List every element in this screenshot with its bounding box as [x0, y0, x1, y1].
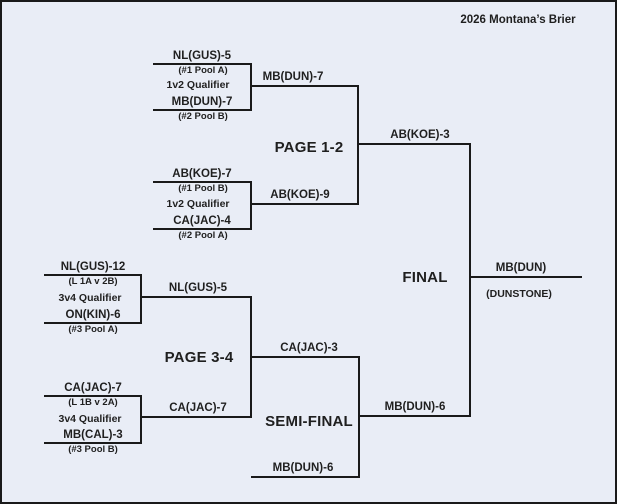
qualifier-a-advance-line [251, 85, 359, 87]
qualifier-c-winner: NL(GUS)-5 [168, 282, 228, 294]
page-3-4-winner: CA(JAC)-3 [280, 342, 338, 354]
qualifier-c-advance-line [141, 296, 252, 298]
page-1-2-winner: AB(KOE)-3 [390, 129, 450, 141]
qualifier-b-bottom-line [153, 228, 252, 230]
qualifier-a-top-seed: (#1 Pool A) [178, 65, 228, 76]
qualifier-d-type-label: 3v4 Qualifier [58, 413, 122, 425]
final-champion-sub: (DUNSTONE) [486, 288, 552, 300]
qualifier-b-type-label: 1v2 Qualifier [166, 198, 230, 210]
qualifier-a-winner: MB(DUN)-7 [262, 71, 324, 83]
qualifier-d-bottom-team: MB(CAL)-3 [63, 429, 123, 441]
qualifier-b-top-line [153, 181, 252, 183]
semi-final-bottom-line [251, 476, 360, 478]
qualifier-a-top-line [153, 63, 252, 65]
qualifier-a-bottom-line [153, 109, 252, 111]
qualifier-d-top-team: CA(JAC)-7 [64, 382, 122, 394]
qualifier-a-type-label: 1v2 Qualifier [166, 79, 230, 91]
qualifier-b-winner: AB(KOE)-9 [270, 189, 330, 201]
page-1-2-connector-line [357, 85, 359, 205]
qualifier-d-bottom-line [44, 442, 142, 444]
page-3-4-label: PAGE 3-4 [164, 349, 234, 366]
qualifier-a-bottom-seed: (#2 Pool B) [178, 111, 228, 122]
final-label: FINAL [402, 269, 448, 286]
final-champion: MB(DUN) [495, 262, 547, 274]
semi-final-advance-line [359, 415, 471, 417]
page-1-2-label: PAGE 1-2 [274, 139, 344, 156]
qualifier-b-top-seed: (#1 Pool B) [178, 183, 228, 194]
qualifier-b-top-team: AB(KOE)-7 [172, 168, 232, 180]
qualifier-c-bottom-seed: (#3 Pool A) [68, 324, 118, 335]
qualifier-b-bottom-seed: (#2 Pool A) [178, 230, 228, 241]
qualifier-b-bottom-team: CA(JAC)-4 [173, 215, 231, 227]
qualifier-c-bottom-team: ON(KIN)-6 [65, 309, 121, 321]
qualifier-c-type-label: 3v4 Qualifier [58, 292, 122, 304]
qualifier-c-top-team: NL(GUS)-12 [60, 261, 126, 273]
qualifier-a-connector-line [250, 63, 252, 111]
final-champion-line [470, 276, 582, 278]
qualifier-a-top-team: NL(GUS)-5 [172, 50, 232, 62]
qualifier-c-bottom-line [44, 322, 142, 324]
qualifier-c-top-seed: (L 1A v 2B) [68, 276, 118, 287]
event-title: 2026 Montana’s Brier [460, 14, 576, 26]
qualifier-d-connector-line [140, 395, 142, 444]
semi-final-winner: MB(DUN)-6 [384, 401, 446, 413]
page-1-2-advance-line [358, 143, 471, 145]
qualifier-d-advance-line [141, 416, 252, 418]
semi-final-label: SEMI-FINAL [265, 413, 353, 430]
qualifier-d-top-line [44, 395, 142, 397]
qualifier-d-top-seed: (L 1B v 2A) [68, 397, 118, 408]
qualifier-b-advance-line [251, 203, 359, 205]
qualifier-c-connector-line [140, 274, 142, 324]
semi-final-bottom-entry: MB(DUN)-6 [272, 462, 334, 474]
qualifier-a-bottom-team: MB(DUN)-7 [171, 96, 233, 108]
qualifier-c-top-line [44, 274, 142, 276]
semi-final-connector-line [358, 356, 360, 478]
page-3-4-advance-line [251, 356, 360, 358]
qualifier-b-connector-line [250, 181, 252, 230]
final-connector-line [469, 143, 471, 417]
qualifier-d-winner: CA(JAC)-7 [169, 402, 227, 414]
qualifier-d-bottom-seed: (#3 Pool B) [68, 444, 118, 455]
